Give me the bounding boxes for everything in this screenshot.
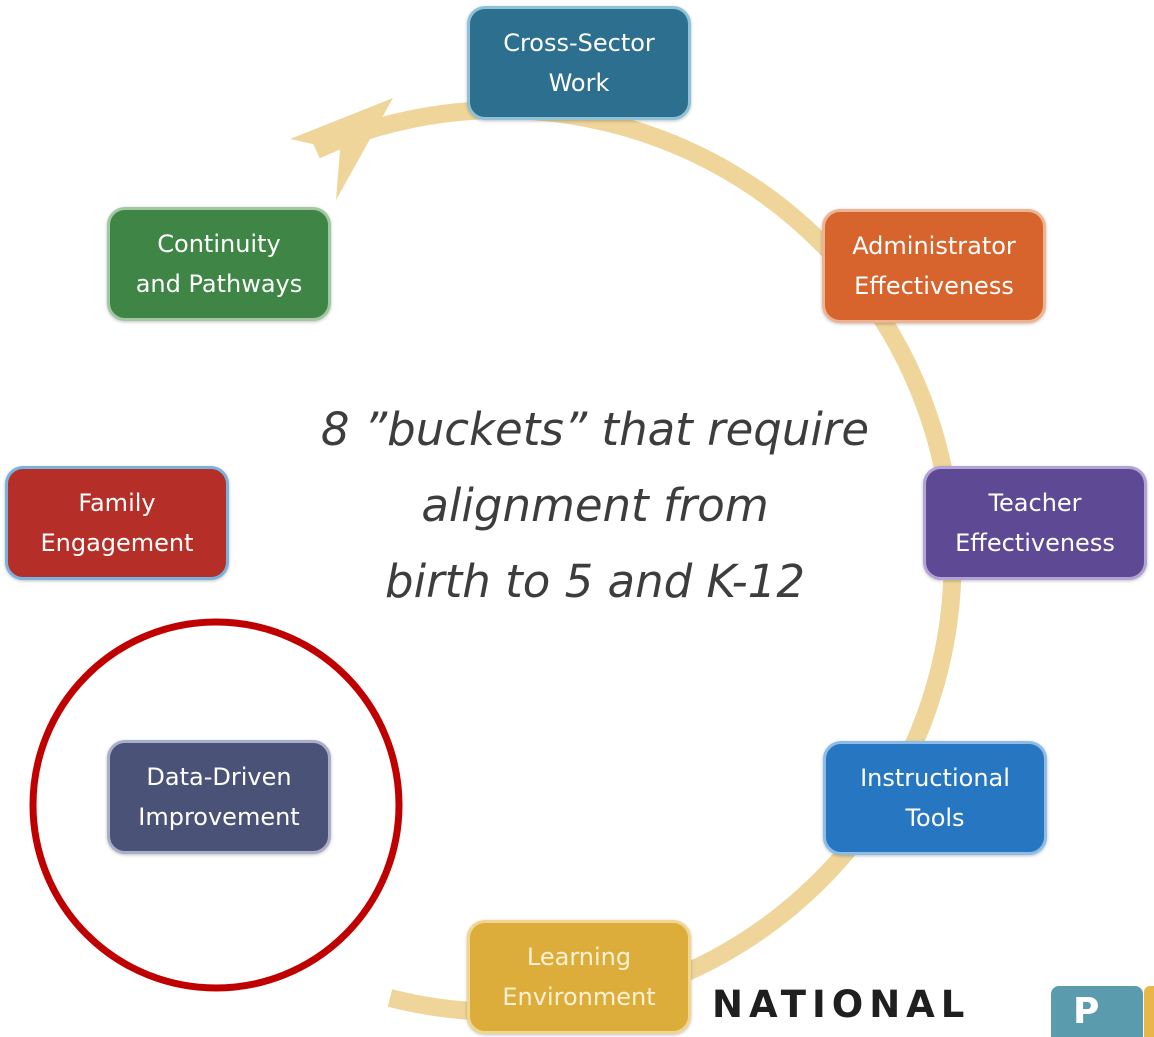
bucket-learning-environment: Learning Environment [467, 920, 691, 1034]
bucket-label: and Pathways [135, 270, 303, 298]
bucket-label: Improvement [138, 803, 300, 831]
bucket-family-engagement: Family Engagement [5, 466, 229, 580]
logo-badge: P [1051, 986, 1143, 1037]
bucket-label: Family [78, 489, 156, 517]
bucket-data-driven-improvement: Data-Driven Improvement [107, 740, 331, 854]
bucket-label: Cross-Sector [503, 29, 655, 57]
center-caption-line: 8 ”buckets” that require [320, 403, 870, 456]
bucket-administrator-effectiveness: Administrator Effectiveness [822, 209, 1046, 323]
bucket-label: Engagement [40, 529, 194, 557]
bucket-instructional-tools: Instructional Tools [823, 741, 1047, 855]
center-caption-line: birth to 5 and K-12 [385, 555, 805, 608]
center-caption: 8 ”buckets” that require alignment from … [290, 392, 900, 620]
bucket-continuity-and-pathways: Continuity and Pathways [107, 207, 331, 321]
logo-badge-accent [1144, 986, 1154, 1037]
bucket-teacher-effectiveness: Teacher Effectiveness [923, 466, 1147, 580]
bucket-label: Administrator [852, 232, 1016, 260]
bucket-label: Environment [502, 983, 656, 1011]
bucket-label: Work [548, 69, 610, 97]
bucket-label: Effectiveness [854, 272, 1014, 300]
bucket-label: Teacher [988, 489, 1082, 517]
bucket-label: Tools [905, 804, 965, 832]
bucket-label: Continuity [157, 230, 281, 258]
cycle-arrow-head-icon [290, 98, 393, 200]
bucket-label: Data-Driven [146, 763, 292, 791]
bucket-label: Instructional [860, 764, 1010, 792]
logo-wordmark: NATIONAL [712, 983, 971, 1026]
bucket-cross-sector-work: Cross-Sector Work [467, 6, 691, 120]
bucket-label: Learning [526, 943, 632, 971]
center-caption-line: alignment from [421, 479, 769, 532]
highlight-circle [29, 618, 403, 992]
bucket-label: Effectiveness [955, 529, 1115, 557]
